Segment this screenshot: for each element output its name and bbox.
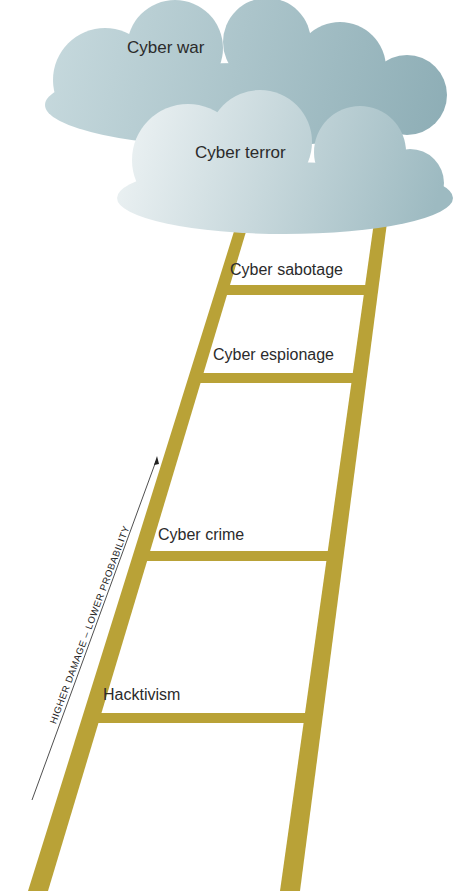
rung-label: Cyber sabotage [230,261,343,279]
rung-label: Cyber espionage [213,346,334,364]
arrow-head [154,456,159,465]
cloud-shape: Cyber terror [110,80,445,232]
cloud-puff [117,162,453,234]
ladder-rung [220,285,374,295]
ladder-rung [138,551,337,561]
rung-label: Hacktivism [103,686,180,704]
rung-label: Cyber crime [158,526,244,544]
ladder-rung [193,373,361,383]
cloud-label: Cyber terror [195,143,286,163]
ladder-rung [89,713,315,723]
axis-line [32,461,156,800]
axis-arrow [32,461,156,800]
ladder [28,215,388,891]
cloud-label: Cyber war [127,38,204,58]
